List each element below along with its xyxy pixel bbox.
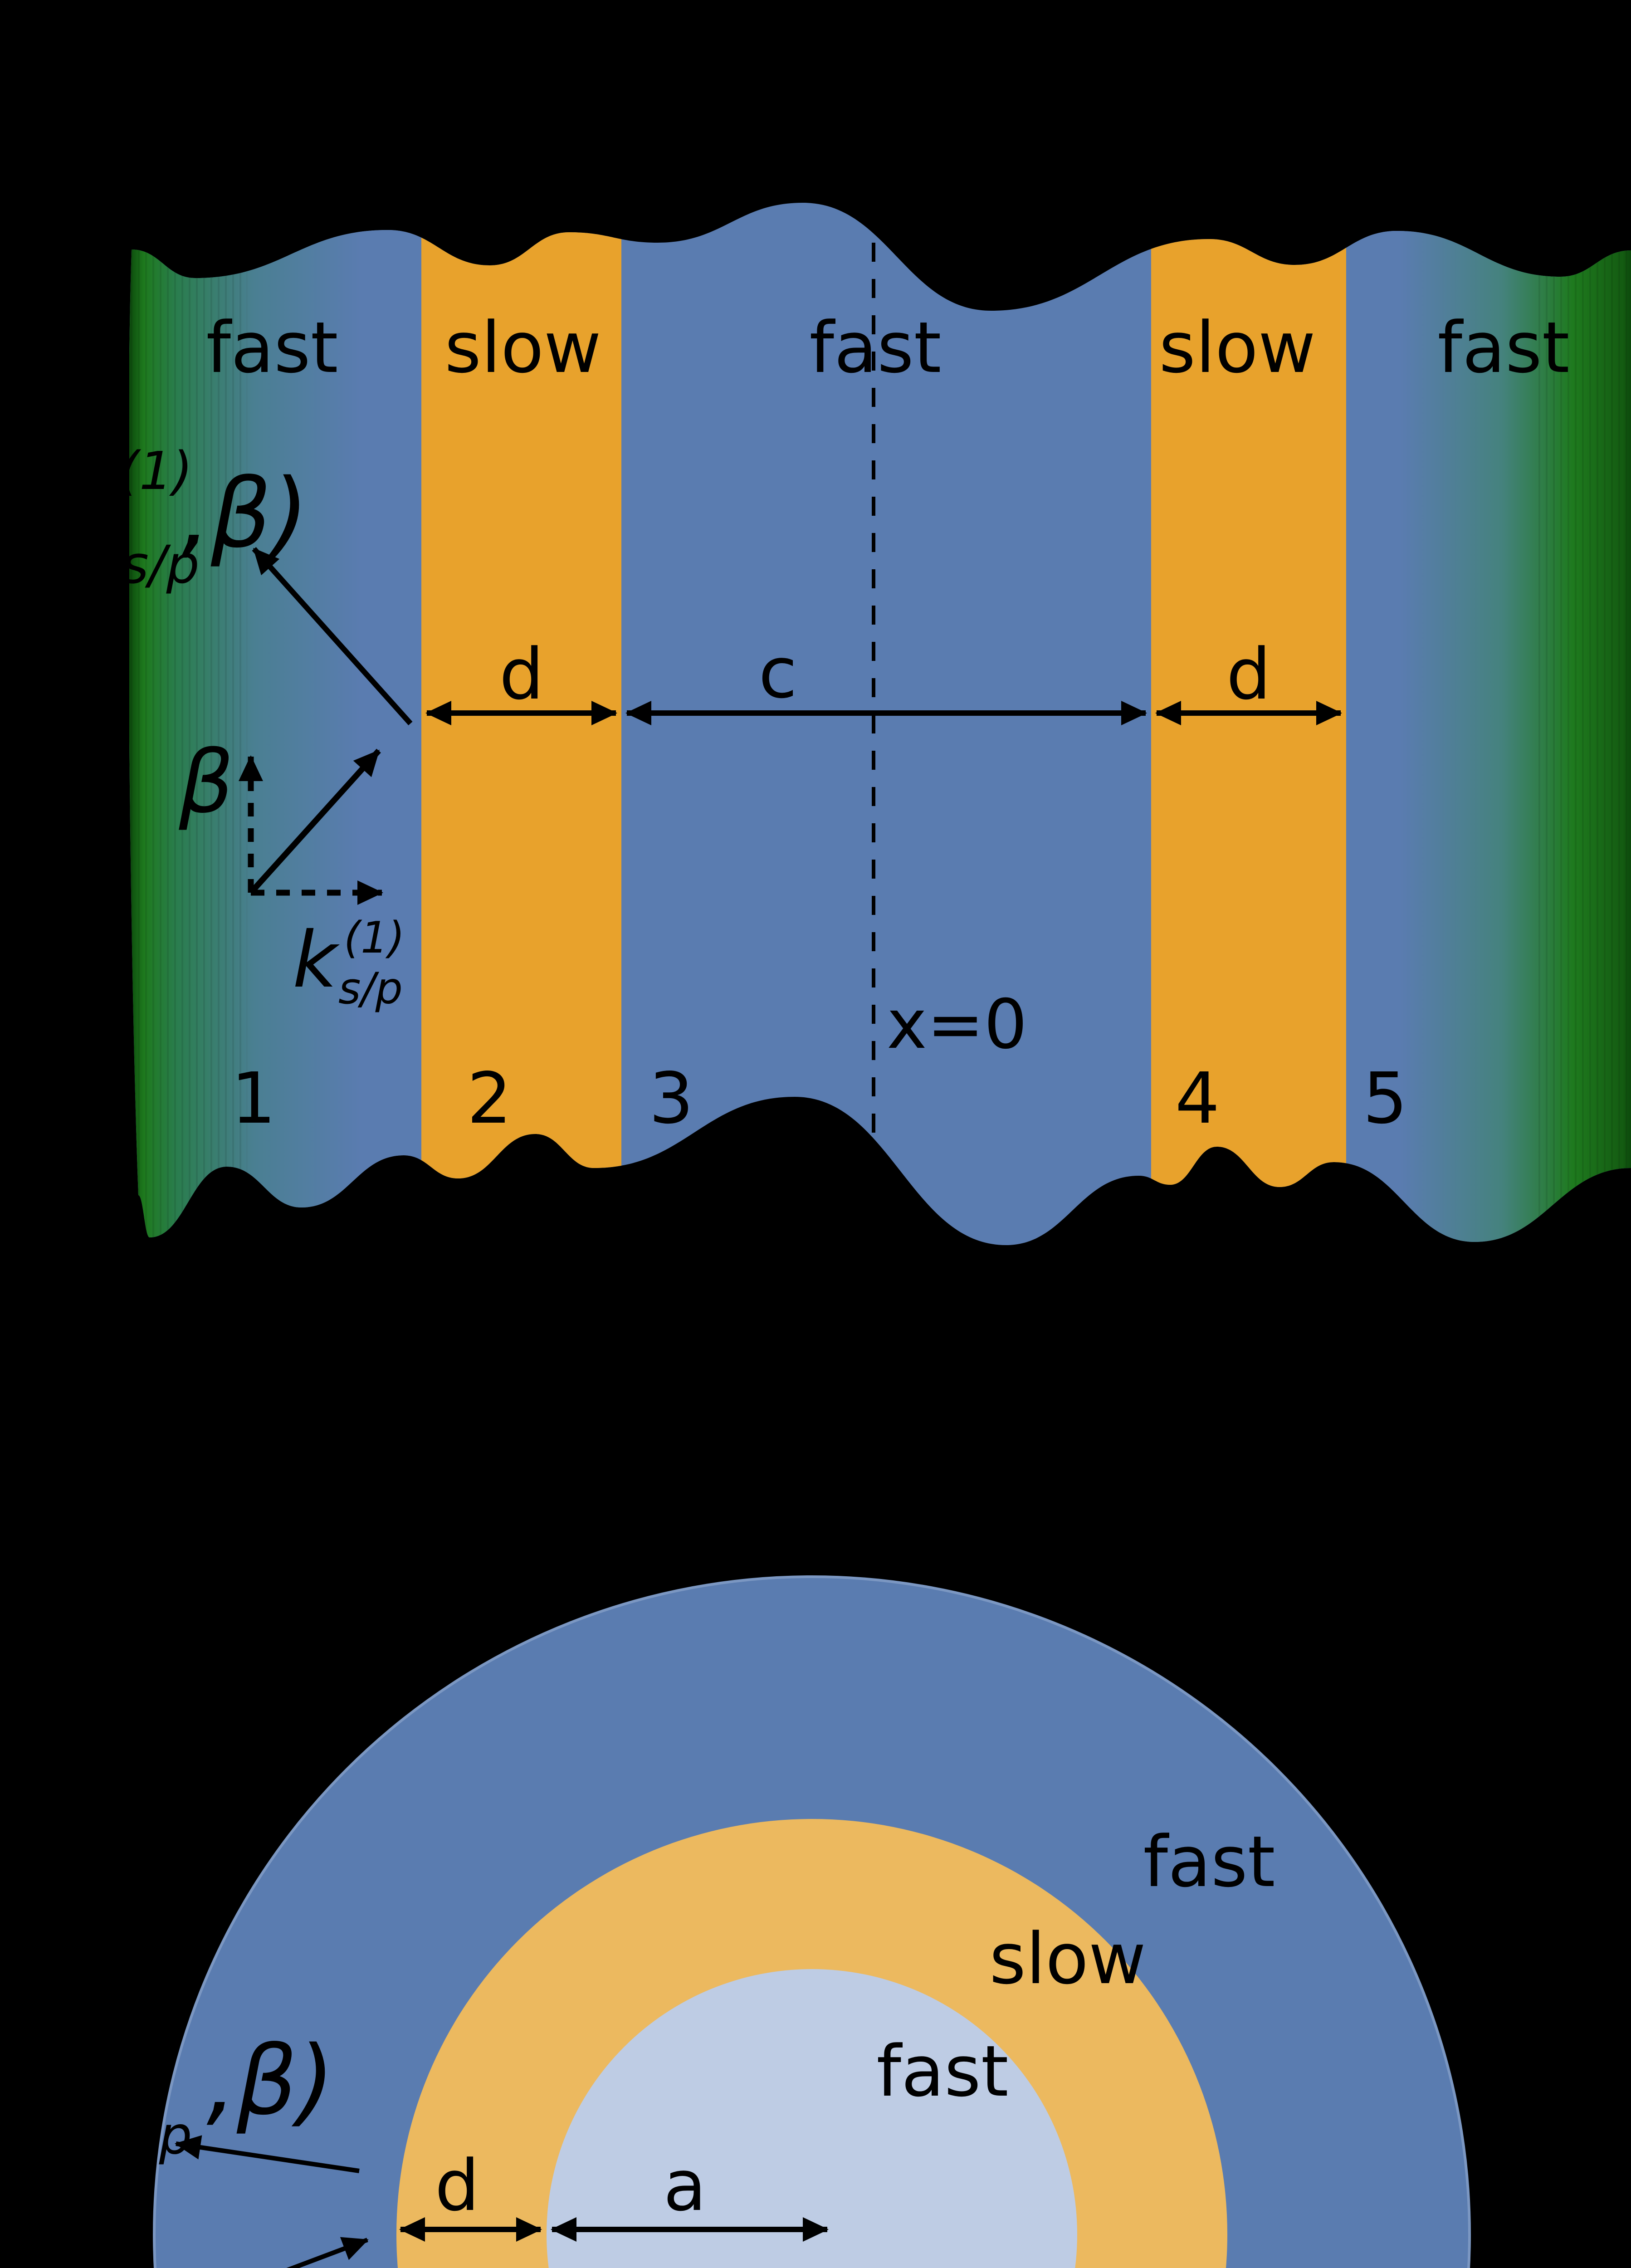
- beta-label: β: [178, 732, 234, 832]
- layer5-speed-label: fast: [1437, 307, 1569, 389]
- layer1-speed-label: fast: [206, 307, 338, 389]
- x-zero-label: x=0: [887, 985, 1027, 1064]
- layer5-number: 5: [1363, 1057, 1408, 1139]
- reflected-wave-arrow: [252, 547, 413, 726]
- ring-speed-label: slow: [989, 1918, 1146, 2000]
- core-speed-label: fast: [876, 2030, 1008, 2112]
- c-dimension-label: c: [758, 632, 797, 714]
- outgoing-wave-arrow: [175, 2135, 360, 2173]
- outgoing-wave-label-close: ,β): [206, 2025, 335, 2136]
- d-left-dimension-label: d: [499, 633, 544, 715]
- k-vector-label: k: [293, 915, 340, 1005]
- fast-core-circle: [547, 1969, 1077, 2268]
- layer4-speed-label: slow: [1159, 307, 1315, 389]
- right-edge-striations: [1533, 203, 1631, 1245]
- outgoing-wave-label-open: (k: [43, 2025, 139, 2136]
- k-vector-subscript: s/p: [338, 964, 403, 1014]
- planar-waveguide-diagram: fast slow fast slow fast d c d x=0 β k (…: [32, 203, 1631, 1245]
- layer2-number: 2: [467, 1057, 512, 1139]
- incident-wavevector-arrow: [249, 748, 381, 895]
- reflected-wave-label-close: ,β): [181, 458, 309, 569]
- reflected-wave-label-sub: s/p: [122, 535, 200, 596]
- left-edge-striations: [129, 203, 247, 1245]
- fiber-cross-section-diagram: fast slow fast d a (k (2) s/p ,β) (k (1)…: [43, 1575, 1471, 2268]
- reflected-wave-label-open: (k: [32, 458, 127, 569]
- k-vector-superscript: (1): [344, 913, 405, 963]
- layer1-number: 1: [231, 1057, 276, 1139]
- incoming-wave-arrow: [286, 2237, 369, 2268]
- ring-thickness-d-label: d: [435, 2145, 479, 2227]
- core-radius-a-label: a: [664, 2145, 707, 2227]
- reflected-wave-label-sup: (1): [119, 441, 193, 502]
- layer3-number: 3: [649, 1057, 694, 1139]
- outgoing-wave-label-sup: (2): [109, 2014, 183, 2074]
- cladding-speed-label: fast: [1143, 1821, 1275, 1903]
- layer2-speed-label: slow: [444, 307, 601, 389]
- layer4-number: 4: [1175, 1057, 1220, 1139]
- layer3-speed-label: fast: [809, 307, 941, 389]
- outgoing-wave-label-sub: s/p: [114, 2106, 192, 2166]
- d-right-dimension-label: d: [1226, 633, 1271, 715]
